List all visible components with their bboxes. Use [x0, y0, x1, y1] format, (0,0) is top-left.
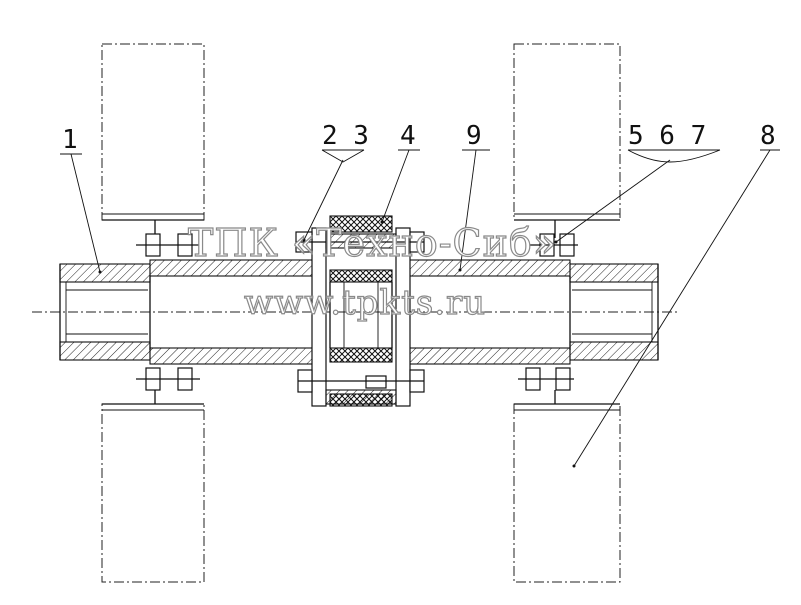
hub-bolt-bottom-left	[136, 367, 200, 391]
watermark-url: www.tpkts.ru	[244, 283, 486, 323]
wheel-bottom-right	[513, 403, 621, 583]
hub-bolt-top-right	[530, 233, 578, 257]
callout-1: 1	[62, 125, 78, 155]
wheel-top-right	[513, 43, 621, 221]
wheel-bottom-left	[101, 403, 205, 583]
callout-9: 9	[466, 121, 482, 151]
callout-5-6-7: 5 6 7	[628, 121, 706, 151]
coupling-bolt-top	[295, 231, 425, 253]
main-shaft-tube	[149, 259, 571, 365]
hub-bolt-bottom-right	[518, 367, 574, 391]
left-end-tube	[59, 263, 151, 361]
hub-bolt-top-left	[136, 233, 200, 257]
flange-coupling	[311, 215, 411, 407]
callout-8: 8	[760, 121, 776, 151]
wheel-top-left	[101, 43, 205, 221]
callout-2-3: 2 3	[322, 121, 369, 151]
leader-lines	[60, 149, 780, 468]
callout-4: 4	[400, 121, 416, 151]
coupling-bolt-bottom	[297, 369, 425, 393]
watermark-company: ТПК «Техно-Сиб»	[188, 221, 557, 265]
